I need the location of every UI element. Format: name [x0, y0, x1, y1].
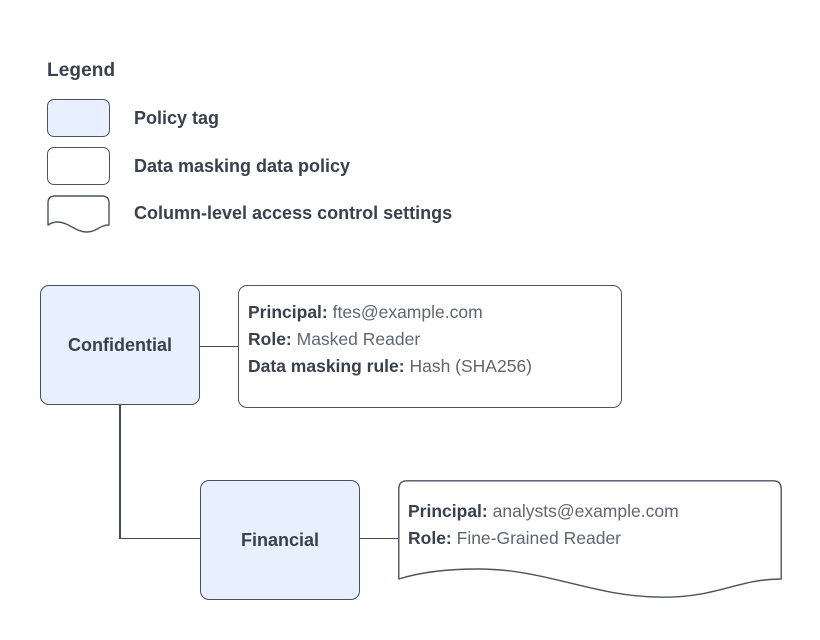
- masking-policy-rule-line: Data masking rule: Hash (SHA256): [248, 353, 532, 380]
- node-policy-tag-confidential[interactable]: Confidential: [40, 285, 200, 405]
- node-label: Financial: [240, 529, 320, 550]
- role-value: Masked Reader: [296, 329, 421, 349]
- node-data-masking-policy[interactable]: [238, 285, 622, 408]
- rounded-rect-icon: [47, 147, 110, 185]
- legend-item-label: Data masking data policy: [134, 156, 351, 176]
- masking-rule-label: Data masking rule:: [248, 356, 405, 376]
- node-column-level-access-control-settings[interactable]: [398, 480, 782, 598]
- rounded-rect-icon: [47, 99, 110, 137]
- connector-financial-to-access-settings: [360, 537, 398, 539]
- legend-item-label: Policy tag: [134, 108, 220, 128]
- node-label: Confidential: [68, 334, 172, 355]
- principal-value: ftes@example.com: [332, 302, 483, 322]
- document-wavy-icon: [47, 195, 110, 233]
- legend-swatch-access-control-settings: [47, 195, 110, 233]
- masking-rule-value: Hash (SHA256): [409, 356, 533, 376]
- document-wavy-shape: [398, 480, 782, 598]
- legend-item-label: Column-level access control settings: [134, 203, 453, 223]
- connector-confidential-to-masking-policy: [200, 345, 238, 347]
- masking-policy-role-line: Role: Masked Reader: [248, 326, 532, 353]
- access-settings-role-line: Role: Fine-Grained Reader: [408, 525, 679, 552]
- role-value: Fine-Grained Reader: [456, 528, 622, 548]
- legend-title: Legend: [47, 60, 116, 81]
- legend-swatch-policy-tag: [47, 99, 110, 137]
- connector-confidential-to-financial-horizontal: [119, 537, 200, 539]
- principal-value: analysts@example.com: [492, 501, 679, 521]
- connector-confidential-to-financial-vertical: [119, 405, 121, 539]
- role-label: Role:: [248, 329, 292, 349]
- access-settings-details: Principal: analysts@example.com Role: Fi…: [408, 498, 679, 552]
- access-settings-principal-line: Principal: analysts@example.com: [408, 498, 679, 525]
- node-policy-tag-financial[interactable]: Financial: [200, 480, 360, 600]
- masking-policy-principal-line: Principal: ftes@example.com: [248, 299, 532, 326]
- principal-label: Principal:: [408, 501, 488, 521]
- legend-swatch-data-masking-policy: [47, 147, 110, 185]
- masking-policy-details: Principal: ftes@example.com Role: Masked…: [248, 299, 532, 380]
- role-label: Role:: [408, 528, 452, 548]
- principal-label: Principal:: [248, 302, 328, 322]
